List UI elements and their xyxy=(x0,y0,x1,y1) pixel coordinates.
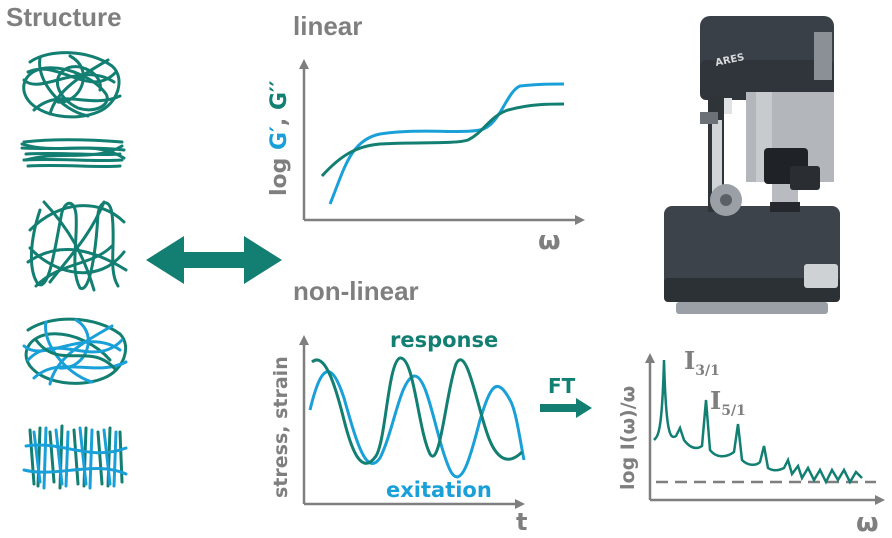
linear-ylabel-sep: , xyxy=(267,110,292,127)
response-label: response xyxy=(390,328,499,352)
linear-ylabel-prefix: log xyxy=(267,149,292,196)
loss-modulus-curve xyxy=(320,102,565,178)
fourier-transform-arrow xyxy=(540,398,592,418)
ft-label: FT xyxy=(548,374,576,398)
linear-ylabel-g1: G′ xyxy=(267,126,292,150)
rheometer-image: ARES xyxy=(664,16,840,314)
structure-icon-entangled-teal xyxy=(22,51,122,119)
response-wave xyxy=(311,356,524,465)
bidirectional-arrow xyxy=(146,236,282,284)
nonlinear-title: non-linear xyxy=(293,276,419,306)
fourier-xlabel: ω xyxy=(856,508,879,538)
linear-axes xyxy=(299,59,585,225)
linear-title: linear xyxy=(293,11,363,41)
peak-label-3-1-sub: 3/1 xyxy=(695,362,720,379)
fourier-spectrum xyxy=(653,359,863,485)
peak-label-3-1-main: I xyxy=(684,346,696,375)
excitation-label: exitation xyxy=(386,478,492,502)
structure-icon-entangled-mixed xyxy=(22,317,128,386)
storage-modulus-curve xyxy=(328,82,565,205)
structure-icon-aligned-teal xyxy=(20,138,126,169)
linear-xlabel: ω xyxy=(538,226,561,256)
peak-label-3-1: I3/1 xyxy=(684,346,720,379)
structure-title: Structure xyxy=(6,2,122,32)
nonlinear-xlabel: t xyxy=(516,508,528,536)
structure-icon-folded-teal xyxy=(26,200,128,292)
linear-ylabel: log G′, G′′ xyxy=(267,80,292,196)
peak-label-5-1: I5/1 xyxy=(710,386,746,419)
nonlinear-axes xyxy=(299,335,525,509)
excitation-wave xyxy=(308,370,526,479)
structure-icon-vertical-mixed xyxy=(22,424,128,490)
linear-ylabel-g2: G′′ xyxy=(267,80,292,111)
peak-label-5-1-main: I xyxy=(710,386,722,415)
nonlinear-ylabel: stress, strain xyxy=(270,356,292,498)
peak-label-5-1-sub: 5/1 xyxy=(721,402,746,419)
fourier-ylabel: log I(ω)/ω xyxy=(617,385,639,490)
fourier-axes xyxy=(645,353,885,505)
